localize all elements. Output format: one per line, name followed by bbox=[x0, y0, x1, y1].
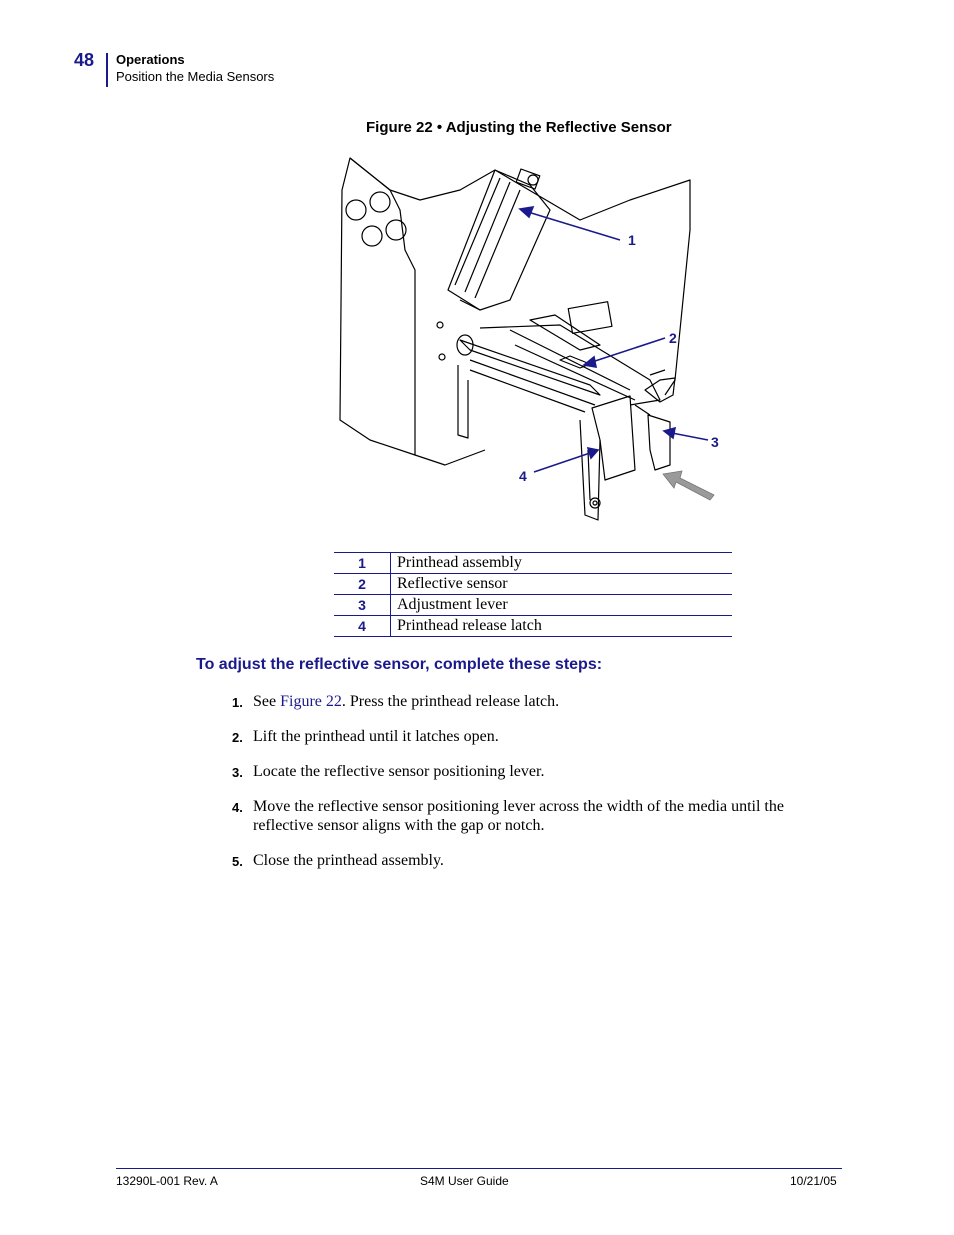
callout-4: 4 bbox=[519, 468, 527, 484]
step-number: 1. bbox=[232, 695, 243, 710]
legend-number: 1 bbox=[334, 552, 391, 574]
step-number: 5. bbox=[232, 854, 243, 869]
list-item: 4. Move the reflective sensor positionin… bbox=[232, 797, 812, 835]
step-text: Locate the reflective sensor positioning… bbox=[253, 763, 545, 780]
legend-description: Adjustment lever bbox=[390, 594, 732, 616]
header-divider bbox=[106, 53, 108, 87]
table-row: 4 Printhead release latch bbox=[334, 615, 732, 637]
step-text-prefix: See bbox=[253, 693, 281, 710]
step-number: 3. bbox=[232, 765, 243, 780]
step-number: 2. bbox=[232, 730, 243, 745]
step-text: Lift the printhead until it latches open… bbox=[253, 728, 499, 745]
list-item: 1. See Figure 22. Press the printhead re… bbox=[232, 692, 812, 711]
callout-3: 3 bbox=[711, 434, 719, 450]
legend-number: 4 bbox=[334, 615, 391, 637]
step-text: Close the printhead assembly. bbox=[253, 852, 444, 869]
procedure-heading: To adjust the reflective sensor, complet… bbox=[196, 656, 603, 673]
procedure-steps: 1. See Figure 22. Press the printhead re… bbox=[232, 692, 812, 886]
footer-title: S4M User Guide bbox=[420, 1174, 509, 1188]
printer-line-drawing bbox=[339, 157, 715, 521]
list-item: 5. Close the printhead assembly. bbox=[232, 851, 812, 870]
page-number: 48 bbox=[74, 50, 95, 70]
step-number: 4. bbox=[232, 800, 243, 815]
legend-description: Reflective sensor bbox=[390, 573, 732, 595]
figure-cross-reference-link[interactable]: Figure 22 bbox=[280, 693, 342, 710]
figure-legend-table: 1 Printhead assembly 2 Reflective sensor… bbox=[334, 552, 732, 637]
header-section: Operations bbox=[116, 52, 185, 67]
step-text-suffix: . Press the printhead release latch. bbox=[341, 693, 560, 710]
table-row: 2 Reflective sensor bbox=[334, 573, 732, 595]
legend-description: Printhead assembly bbox=[390, 552, 732, 574]
legend-number: 2 bbox=[334, 573, 391, 595]
table-row: 3 Adjustment lever bbox=[334, 594, 732, 616]
footer-date: 10/21/05 bbox=[790, 1174, 837, 1188]
step-text: Move the reflective sensor positioning l… bbox=[253, 798, 784, 834]
printer-illustration: 1 2 3 4 bbox=[330, 150, 730, 530]
legend-description: Printhead release latch bbox=[390, 615, 732, 637]
footer-doc-id: 13290L-001 Rev. A bbox=[116, 1174, 218, 1188]
list-item: 3. Locate the reflective sensor position… bbox=[232, 762, 812, 781]
header-subsection: Position the Media Sensors bbox=[116, 69, 275, 84]
legend-number: 3 bbox=[334, 594, 391, 616]
callout-1: 1 bbox=[628, 232, 636, 248]
table-row: 1 Printhead assembly bbox=[334, 552, 732, 574]
callout-2: 2 bbox=[669, 330, 677, 346]
figure-caption: Figure 22 • Adjusting the Reflective Sen… bbox=[366, 119, 672, 136]
list-item: 2. Lift the printhead until it latches o… bbox=[232, 727, 812, 746]
footer-divider bbox=[116, 1168, 842, 1169]
